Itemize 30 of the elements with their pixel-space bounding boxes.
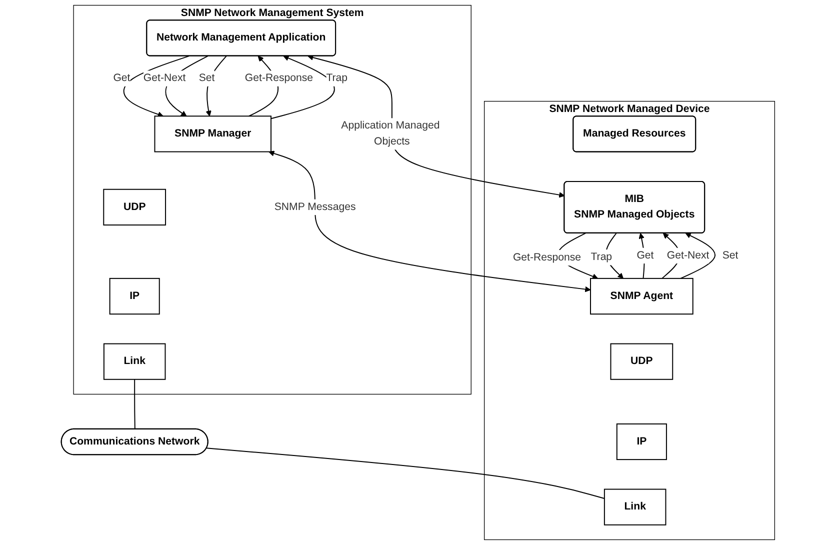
edge-label: Get	[636, 250, 654, 261]
edge-label: SNMP Messages	[274, 201, 356, 212]
edge-label: Get	[113, 72, 130, 84]
edge-label: Trap	[590, 251, 612, 263]
node-box: SNMP Agent	[590, 278, 694, 315]
node-box: SNMP Manager	[154, 116, 272, 152]
arrow	[680, 232, 716, 279]
arrow	[123, 56, 190, 118]
edge-label: Trap	[326, 72, 348, 84]
node-box: IP	[616, 423, 667, 460]
edge-label: Application Managed Objects	[341, 120, 440, 148]
node-box: UDP	[103, 188, 166, 226]
arrow	[638, 232, 645, 279]
edge-label: Get-Next	[666, 250, 710, 261]
edge-label: Set	[722, 250, 738, 261]
edge-label: Set	[198, 72, 215, 84]
arrow	[206, 56, 227, 116]
node-box: UDP	[610, 343, 674, 380]
edge-label: Get-Response	[244, 72, 314, 84]
edge-label: Get-Response	[512, 252, 582, 264]
connector	[206, 448, 605, 499]
arrow	[605, 232, 624, 279]
node-box: Link	[103, 343, 166, 380]
edge-label: Get-Next	[143, 72, 186, 84]
arrow	[268, 150, 591, 292]
node-box: IP	[109, 278, 160, 315]
connector	[134, 378, 136, 430]
arrow	[270, 55, 335, 120]
arrow	[308, 54, 565, 198]
node-box: Link	[604, 488, 666, 526]
